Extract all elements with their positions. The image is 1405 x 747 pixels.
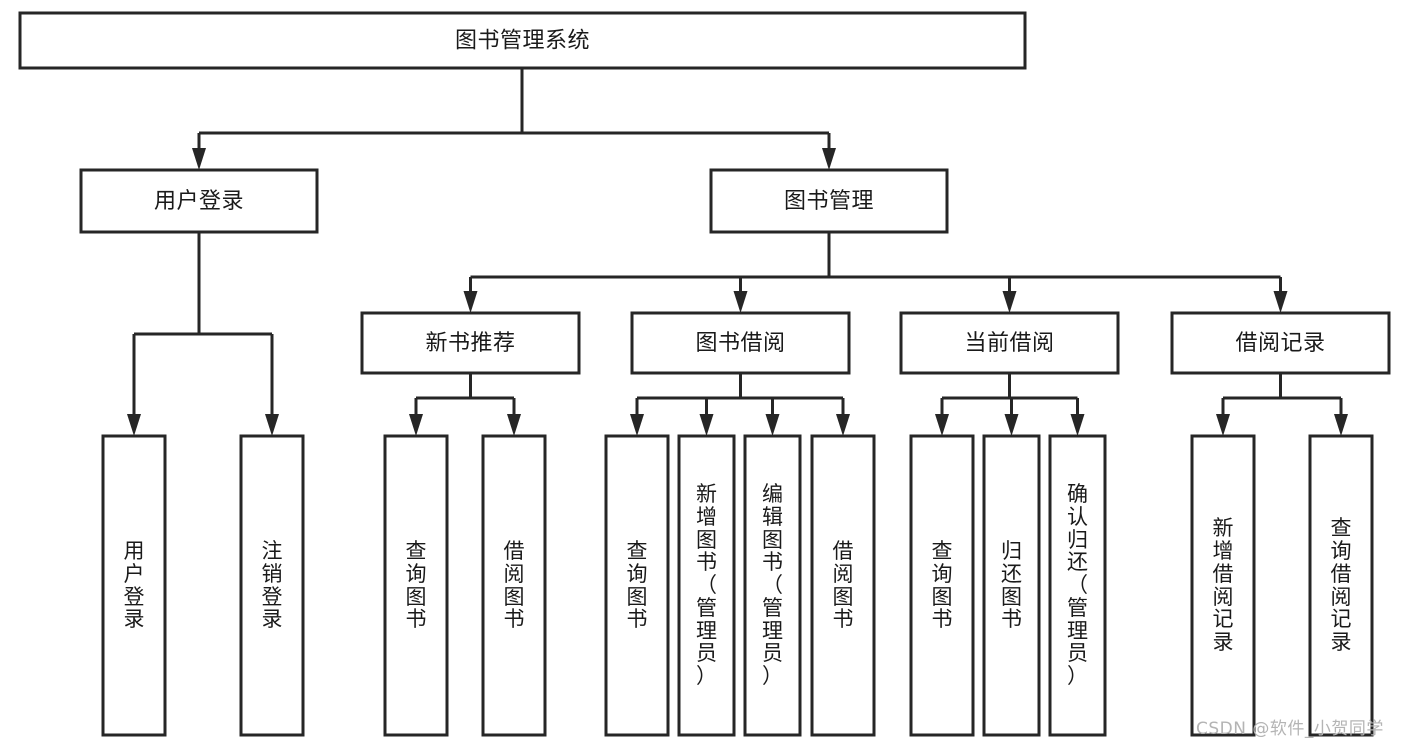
node-leaf-confirm-return[interactable] <box>1048 434 1107 737</box>
connectors-layer <box>127 68 1348 436</box>
arrow-head-icon <box>836 414 850 436</box>
node-leaf-query-book-1[interactable] <box>383 434 449 737</box>
arrow-head-icon <box>1002 291 1017 313</box>
arrow-head-icon <box>192 148 206 170</box>
node-leaf-borrow-book-2[interactable] <box>810 434 876 737</box>
arrow-head-icon <box>733 291 748 313</box>
arrow-head-icon <box>127 414 141 436</box>
arrow-head-icon <box>1273 291 1288 313</box>
node-label-book-manage: 图书管理 <box>784 189 874 214</box>
arrow-head-icon <box>1216 414 1230 436</box>
node-label-root: 图书管理系统 <box>455 29 590 54</box>
node-book-borrow[interactable] <box>630 311 851 375</box>
arrow-head-icon <box>1070 414 1085 436</box>
node-leaf-borrow-book-1[interactable] <box>481 434 547 737</box>
arrow-head-icon <box>935 414 949 436</box>
arrow-head-icon <box>765 414 780 436</box>
node-leaf-query-record[interactable] <box>1308 434 1374 737</box>
csdn-watermark: CSDN @软件_小贺同学 <box>1196 719 1384 739</box>
node-label-current-borrow: 当前借阅 <box>964 331 1054 356</box>
arrow-head-icon <box>409 414 423 436</box>
arrow-head-icon <box>630 414 644 436</box>
node-borrow-record[interactable] <box>1170 311 1391 375</box>
arrow-head-icon <box>265 414 279 436</box>
node-book-manage[interactable] <box>709 168 949 234</box>
node-user-login[interactable] <box>79 168 319 234</box>
node-leaf-edit-book-admin[interactable] <box>743 434 802 737</box>
node-label-user-login: 用户登录 <box>154 189 244 214</box>
arrow-head-icon <box>699 414 714 436</box>
node-leaf-add-record[interactable] <box>1190 434 1256 737</box>
node-leaf-user-logout[interactable] <box>239 434 305 737</box>
node-current-borrow[interactable] <box>899 311 1120 375</box>
arrow-head-icon <box>507 414 521 436</box>
arrow-head-icon <box>463 291 478 313</box>
node-root-system[interactable] <box>18 11 1027 70</box>
node-new-book-rec[interactable] <box>360 311 581 375</box>
node-leaf-add-book-admin[interactable] <box>677 434 736 737</box>
arrow-head-icon <box>1004 414 1019 436</box>
node-label-borrow-record: 借阅记录 <box>1235 331 1325 356</box>
node-label-new-book-rec: 新书推荐 <box>425 331 515 356</box>
node-leaf-query-book-2[interactable] <box>604 434 670 737</box>
node-leaf-query-book-3[interactable] <box>909 434 975 737</box>
node-leaf-user-login[interactable] <box>101 434 167 737</box>
arrow-head-icon <box>1334 414 1348 436</box>
arrow-head-icon <box>822 148 836 170</box>
node-label-book-borrow: 图书借阅 <box>695 331 785 356</box>
node-leaf-return-book[interactable] <box>982 434 1041 737</box>
